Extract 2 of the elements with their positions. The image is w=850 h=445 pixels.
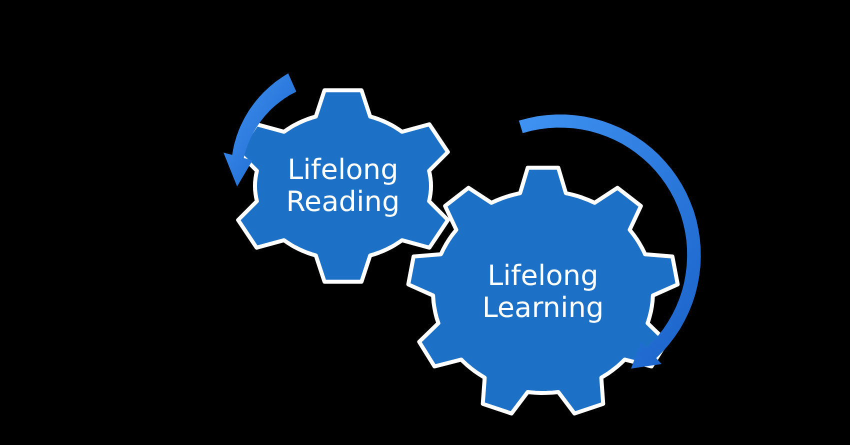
gear-label: Lifelong Reading [285, 154, 401, 218]
gear-label: Lifelong Learning [481, 260, 605, 324]
